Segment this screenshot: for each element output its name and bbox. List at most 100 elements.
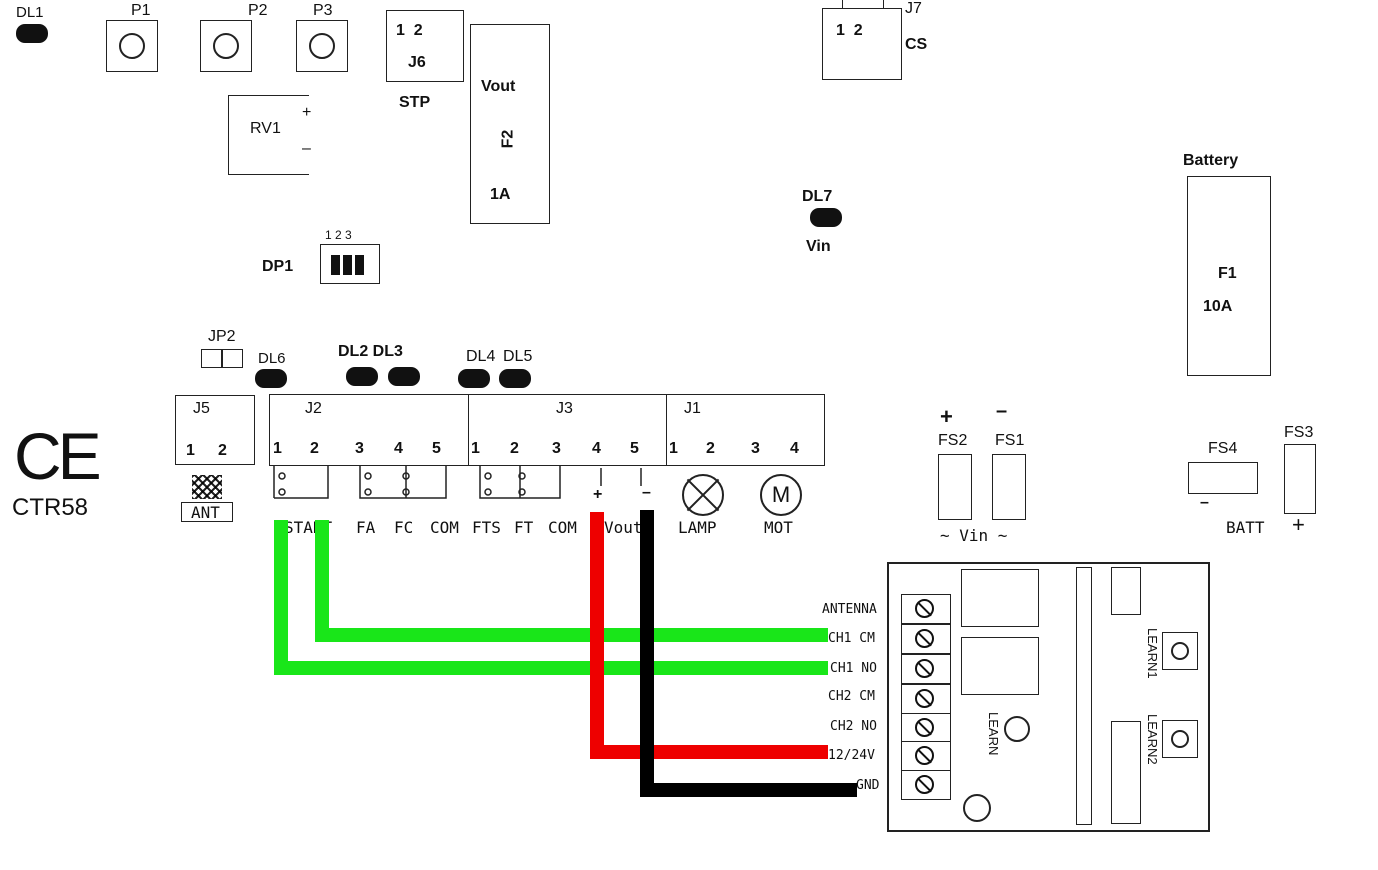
motor-icon: M bbox=[760, 474, 802, 516]
fuse-fs1 bbox=[992, 454, 1026, 520]
learn1-button[interactable] bbox=[1162, 632, 1198, 670]
led-dl6-label: DL6 bbox=[258, 350, 286, 367]
f1-top: Battery bbox=[1183, 152, 1239, 169]
connector-j6 bbox=[386, 10, 464, 82]
j1-pin-2: 2 bbox=[706, 440, 715, 457]
receiver-label-ch2-cm: CH2 CM bbox=[828, 689, 875, 704]
receiver-label-12-24v: 12/24V bbox=[828, 748, 875, 763]
j5-pin-1: 1 bbox=[186, 442, 195, 459]
fs3-label: FS3 bbox=[1284, 424, 1314, 441]
led-dl1-label: DL1 bbox=[16, 4, 44, 21]
j1-bottom-lamp: LAMP bbox=[678, 518, 717, 537]
lamp-icon bbox=[682, 474, 724, 516]
batt-label: BATT bbox=[1226, 518, 1265, 537]
fs4-minus: – bbox=[1200, 494, 1209, 511]
button-p1[interactable] bbox=[106, 20, 158, 72]
terminal-antenna[interactable] bbox=[901, 594, 951, 624]
model-label: CTR58 bbox=[12, 494, 89, 521]
j5-pin-2: 2 bbox=[218, 442, 227, 459]
receiver-label-ch1-no: CH1 NO bbox=[830, 661, 877, 676]
j7-sub: CS bbox=[905, 36, 928, 53]
led-dl4-label: DL4 bbox=[466, 348, 496, 365]
f1-rating: 10A bbox=[1203, 298, 1233, 315]
fs-vin: ~ Vin ~ bbox=[940, 526, 1008, 545]
button-p2[interactable] bbox=[200, 20, 252, 72]
receiver-chip-bottom bbox=[1111, 721, 1141, 824]
j2-name: J2 bbox=[305, 400, 322, 417]
terminal-ch1-no[interactable] bbox=[901, 654, 951, 684]
j2-bottom-com: COM bbox=[430, 518, 459, 537]
button-p3[interactable] bbox=[296, 20, 348, 72]
j2-pin-1: 1 bbox=[273, 440, 282, 457]
connector-j7 bbox=[822, 8, 902, 80]
j7-pins: 1 2 bbox=[836, 22, 863, 39]
j7-name: J7 bbox=[905, 0, 922, 17]
connector-j3 bbox=[468, 394, 668, 466]
j3-pin-2: 2 bbox=[510, 440, 519, 457]
terminal-ch2-cm[interactable] bbox=[901, 684, 951, 714]
led-dl4 bbox=[458, 369, 490, 388]
learn-led bbox=[1004, 716, 1030, 742]
fuse-f2 bbox=[470, 24, 550, 224]
receiver-label-ch2-no: CH2 NO bbox=[830, 719, 877, 734]
terminal-gnd[interactable] bbox=[901, 770, 951, 800]
trimmer-minus: – bbox=[302, 140, 311, 157]
j1-pin-3: 3 bbox=[751, 440, 760, 457]
ant-box bbox=[181, 502, 233, 522]
led-dl3 bbox=[388, 367, 420, 386]
j2-pin-4: 4 bbox=[394, 440, 403, 457]
connector-j5 bbox=[175, 395, 255, 465]
j1-bottom-mot: MOT bbox=[764, 518, 793, 537]
j3-vout-plus: + bbox=[593, 486, 603, 503]
fs-minus: – bbox=[996, 400, 1008, 422]
relay-2 bbox=[961, 637, 1039, 695]
led-dl7-label: DL7 bbox=[802, 188, 833, 205]
led-dl6 bbox=[255, 369, 287, 388]
wire-green-ch1-cm bbox=[315, 520, 828, 642]
j5-name: J5 bbox=[193, 400, 210, 417]
fuse-fs4 bbox=[1188, 462, 1258, 494]
receiver-strip bbox=[1076, 567, 1092, 825]
fuse-fs3 bbox=[1284, 444, 1316, 514]
fs-plus: + bbox=[940, 404, 953, 429]
learn-label: LEARN bbox=[986, 712, 1001, 756]
j3-pin-4: 4 bbox=[592, 440, 601, 457]
j6-pins: 1 2 bbox=[396, 22, 423, 39]
j2-bottom-fc: FC bbox=[394, 518, 414, 537]
trimmer-rv1-label: RV1 bbox=[250, 120, 281, 137]
jumper-jp2[interactable] bbox=[201, 349, 243, 368]
button-p1-label: P1 bbox=[131, 2, 151, 19]
j3-bottom-com: COM bbox=[548, 518, 577, 537]
trimmer-rv1 bbox=[228, 95, 309, 175]
j5-bottom: ANT bbox=[191, 503, 220, 522]
dp1-label: DP1 bbox=[262, 258, 294, 275]
j3-pin-5: 5 bbox=[630, 440, 639, 457]
terminal-ch2-no[interactable] bbox=[901, 713, 951, 743]
led-dl2 bbox=[346, 367, 378, 386]
fs3-plus: + bbox=[1292, 512, 1305, 537]
j1-pin-4: 4 bbox=[790, 440, 799, 457]
fs1-label: FS1 bbox=[995, 432, 1025, 449]
wire-green-ch1-no bbox=[274, 520, 828, 675]
connector-j1 bbox=[666, 394, 825, 466]
j2-pin-2: 2 bbox=[310, 440, 319, 457]
fs4-label: FS4 bbox=[1208, 440, 1238, 457]
j6-name: J6 bbox=[408, 54, 426, 71]
j6-sub: STP bbox=[399, 94, 431, 111]
led-dl2-dl3-label: DL2 DL3 bbox=[338, 343, 403, 360]
contact-symbols bbox=[273, 466, 642, 499]
wire-red-12-24v bbox=[590, 512, 828, 759]
receiver-hole bbox=[963, 794, 991, 822]
dip-switch-dp1[interactable] bbox=[320, 244, 380, 284]
j7-tab bbox=[842, 0, 884, 8]
terminal-ch1-cm[interactable] bbox=[901, 624, 951, 654]
led-dl5 bbox=[499, 369, 531, 388]
learn2-button[interactable] bbox=[1162, 720, 1198, 758]
led-dl7 bbox=[810, 208, 842, 227]
learn2-label: LEARN2 bbox=[1145, 714, 1160, 765]
receiver-label-gnd: GND bbox=[856, 778, 880, 793]
j1-name: J1 bbox=[684, 400, 701, 417]
relay-1 bbox=[961, 569, 1039, 627]
antenna-coil bbox=[192, 475, 222, 499]
